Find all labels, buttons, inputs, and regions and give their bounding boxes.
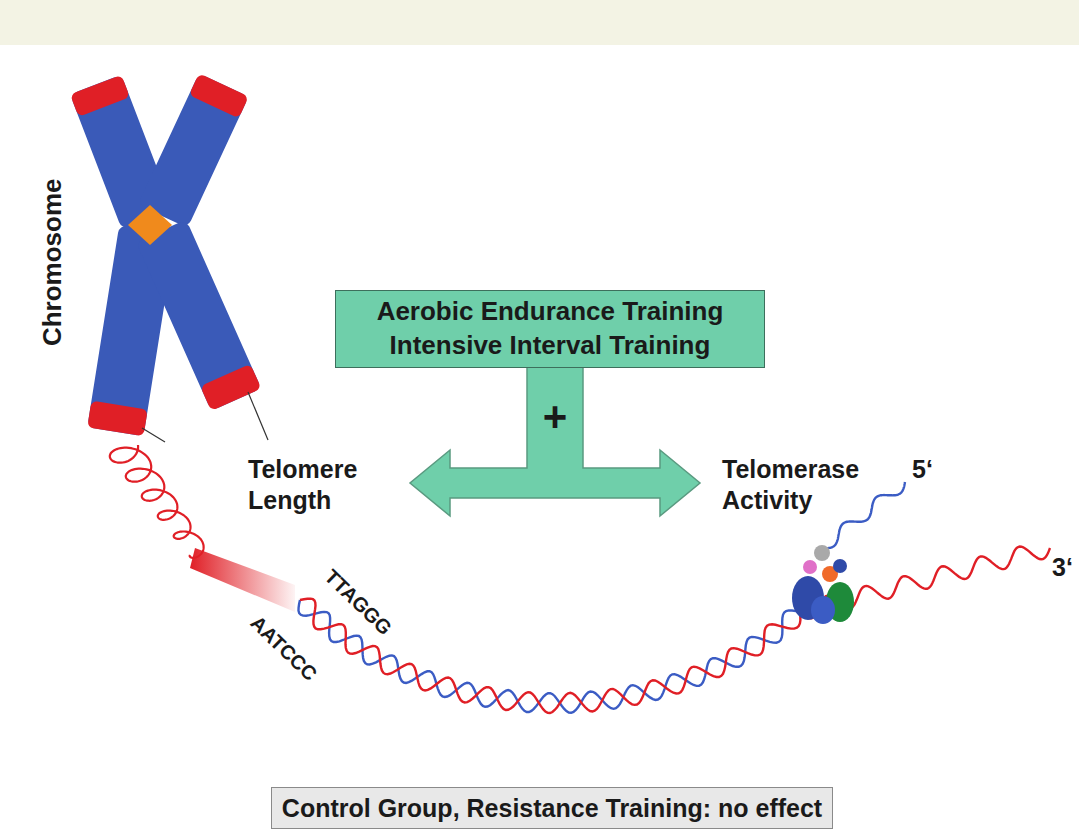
top-band [0, 0, 1079, 45]
plus-sign: + [543, 391, 568, 444]
control-box: Control Group, Resistance Training: no e… [271, 787, 833, 830]
telomerase-enzyme [792, 545, 854, 624]
telomere-label: Telomere Length [248, 454, 398, 517]
chromosome [70, 73, 261, 436]
training-box: Aerobic Endurance Training Intensive Int… [335, 290, 765, 368]
t-double-arrow [410, 366, 700, 516]
node-text: Aerobic Endurance Training Intensive Int… [346, 295, 754, 363]
telomerase-label: Telomerase Activity [722, 454, 897, 517]
node-text: Control Group, Resistance Training: no e… [282, 792, 822, 825]
strand-end: 3‘ [1052, 552, 1073, 583]
axis-label: Chromosome [36, 178, 69, 346]
telomere-coil [110, 445, 204, 558]
zoom-line [142, 428, 165, 442]
zoom-line [248, 392, 268, 440]
telomere-fade [190, 548, 295, 612]
rna-strand [822, 482, 905, 548]
sequence-label: TTAGGG [319, 564, 397, 640]
sequence-label: AATCCC [244, 610, 321, 686]
strand-end: 5‘ [912, 454, 933, 485]
